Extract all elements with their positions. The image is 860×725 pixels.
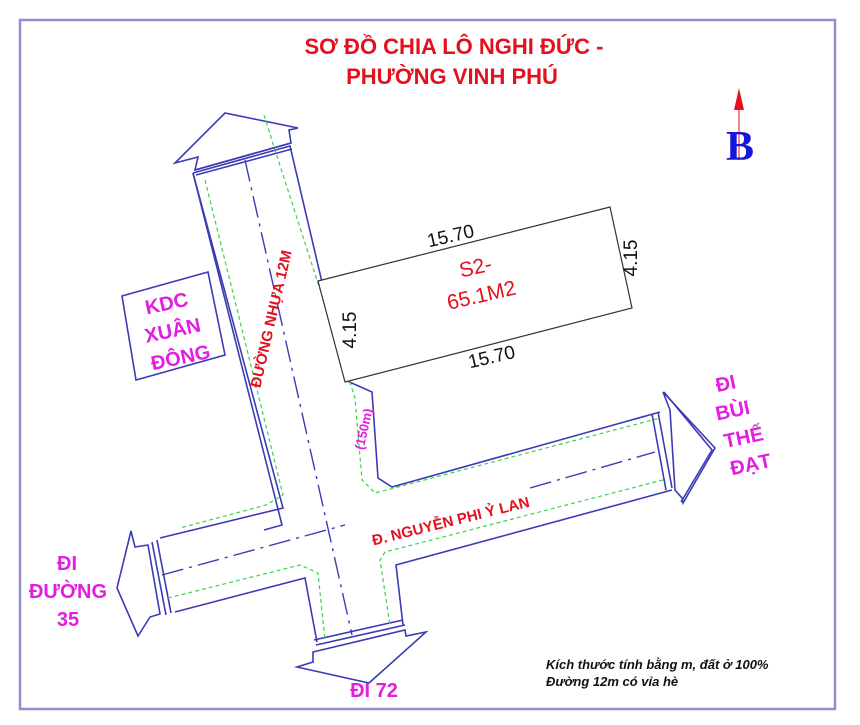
direction-west: ĐI ĐƯỜNG 35 [29, 553, 107, 631]
kdc-line-1: KDC [143, 289, 190, 320]
lot-dim-right: 4.15 [621, 240, 642, 277]
direction-south: ĐI 72 [350, 680, 398, 702]
north-arrow-icon: B [726, 88, 754, 170]
note-line-2: Đường 12m có vỉa hè [546, 674, 678, 689]
title-line-2: PHƯỜNG VINH PHÚ [346, 64, 558, 89]
drawing-frame [18, 18, 837, 711]
distance-label: (150m) [352, 407, 376, 451]
svg-text:ĐI: ĐI [714, 371, 738, 397]
note-line-1: Kích thước tính bằng m, đất ở 100% [546, 657, 769, 672]
north-label: B [726, 124, 754, 170]
lot-dim-left: 4.15 [340, 312, 361, 349]
vertical-road-label: ĐƯỜNG NHỰA 12M [247, 248, 296, 389]
lot-s2-outline[interactable] [317, 206, 633, 383]
svg-text:ĐI: ĐI [57, 553, 77, 575]
kdc-xuan-dong-block: KDC XUÂN ĐÔNG [121, 270, 226, 382]
lot-s2[interactable]: 15.70 15.70 4.15 4.15 S2- 65.1M2 [317, 206, 642, 383]
svg-text:ĐƯỜNG: ĐƯỜNG [29, 579, 107, 603]
direction-east: ĐI BÙI THẾ ĐẠT [713, 371, 773, 480]
road-network [116, 112, 716, 684]
svg-text:BÙI: BÙI [713, 395, 752, 426]
svg-text:35: 35 [57, 609, 79, 631]
svg-text:ĐẠT: ĐẠT [728, 450, 773, 480]
horizontal-road-label: Đ. NGUYỄN PHI Ỷ LAN [370, 494, 531, 550]
title-line-1: SƠ ĐỒ CHIA LÔ NGHI ĐỨC - [305, 34, 604, 59]
svg-text:THẾ: THẾ [722, 422, 766, 453]
